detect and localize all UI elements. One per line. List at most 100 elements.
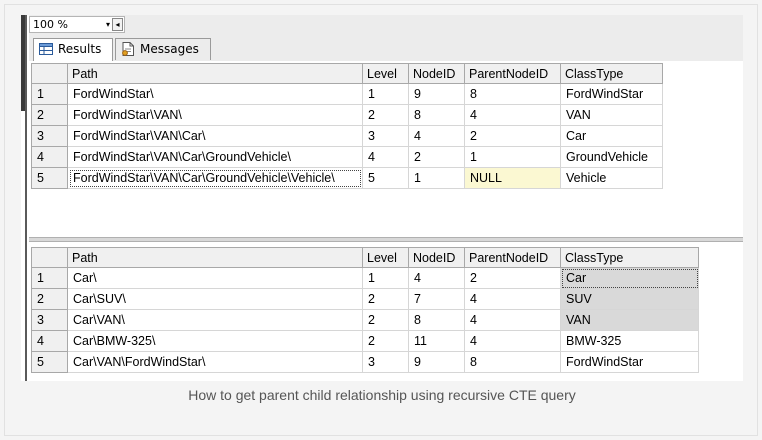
column-header-path[interactable]: Path bbox=[67, 63, 363, 84]
cell-classtype[interactable]: GroundVehicle bbox=[560, 146, 663, 168]
cell-parentnodeid[interactable]: 8 bbox=[464, 83, 561, 105]
zoom-value: 100 % bbox=[33, 18, 68, 31]
figure: 100 % ▾ ◂ Results bbox=[4, 4, 758, 436]
row-number[interactable]: 5 bbox=[31, 167, 68, 189]
figure-caption: How to get parent child relationship usi… bbox=[188, 387, 576, 403]
column-header-level[interactable]: Level bbox=[362, 63, 409, 84]
cell-path[interactable]: FordWindStar\VAN\Car\ bbox=[67, 125, 363, 147]
corner-cell[interactable] bbox=[31, 247, 68, 268]
column-header-classtype[interactable]: ClassType bbox=[560, 247, 699, 268]
table-row[interactable]: 2 Car\SUV\ 2 7 4 SUV bbox=[31, 288, 699, 310]
table-row[interactable]: 4 Car\BMW-325\ 2 11 4 BMW-325 bbox=[31, 330, 699, 352]
cell-parentnodeid-null[interactable]: NULL bbox=[464, 167, 561, 189]
chevron-down-icon[interactable]: ▾ bbox=[105, 20, 110, 29]
cell-nodeid[interactable]: 1 bbox=[408, 167, 465, 189]
grid-header-row: Path Level NodeID ParentNodeID ClassType bbox=[31, 247, 699, 268]
cell-path[interactable]: FordWindStar\ bbox=[67, 83, 363, 105]
cell-path[interactable]: Car\VAN\ bbox=[67, 309, 363, 331]
table-row[interactable]: 4 FordWindStar\VAN\Car\GroundVehicle\ 4 … bbox=[31, 146, 663, 168]
tab-results[interactable]: Results bbox=[33, 38, 113, 62]
results-area: Path Level NodeID ParentNodeID ClassType… bbox=[29, 61, 743, 381]
column-header-nodeid[interactable]: NodeID bbox=[408, 63, 465, 84]
zoom-dropdown[interactable]: 100 % ▾ ◂ bbox=[29, 16, 125, 33]
row-number[interactable]: 5 bbox=[31, 351, 68, 373]
table-row[interactable]: 3 Car\VAN\ 2 8 4 VAN bbox=[31, 309, 699, 331]
table-row[interactable]: 3 FordWindStar\VAN\Car\ 3 4 2 Car bbox=[31, 125, 663, 147]
cell-level[interactable]: 2 bbox=[362, 288, 409, 310]
cell-classtype[interactable]: FordWindStar bbox=[560, 83, 663, 105]
grid-splitter[interactable] bbox=[29, 237, 743, 242]
cell-nodeid[interactable]: 9 bbox=[408, 83, 465, 105]
cell-parentnodeid[interactable]: 4 bbox=[464, 330, 561, 352]
cell-path[interactable]: Car\BMW-325\ bbox=[67, 330, 363, 352]
cell-classtype[interactable]: VAN bbox=[560, 104, 663, 126]
cell-path[interactable]: FordWindStar\VAN\Car\GroundVehicle\ bbox=[67, 146, 363, 168]
cell-level[interactable]: 5 bbox=[362, 167, 409, 189]
row-number[interactable]: 3 bbox=[31, 309, 68, 331]
cell-nodeid[interactable]: 9 bbox=[408, 351, 465, 373]
cell-nodeid[interactable]: 8 bbox=[408, 309, 465, 331]
cell-parentnodeid[interactable]: 4 bbox=[464, 309, 561, 331]
row-number[interactable]: 4 bbox=[31, 146, 68, 168]
cell-path[interactable]: Car\SUV\ bbox=[67, 288, 363, 310]
column-header-classtype[interactable]: ClassType bbox=[560, 63, 663, 84]
cell-path[interactable]: FordWindStar\VAN\Car\GroundVehicle\Vehic… bbox=[67, 167, 363, 189]
cell-nodeid[interactable]: 7 bbox=[408, 288, 465, 310]
row-number[interactable]: 2 bbox=[31, 288, 68, 310]
cell-classtype[interactable]: Car bbox=[560, 125, 663, 147]
row-number[interactable]: 2 bbox=[31, 104, 68, 126]
column-header-path[interactable]: Path bbox=[67, 247, 363, 268]
cell-classtype[interactable]: BMW-325 bbox=[560, 330, 699, 352]
result-grid-2: Path Level NodeID ParentNodeID ClassType… bbox=[31, 247, 699, 373]
row-number[interactable]: 1 bbox=[31, 83, 68, 105]
scroll-left-icon[interactable]: ◂ bbox=[112, 18, 123, 31]
cell-classtype[interactable]: Car bbox=[560, 267, 699, 289]
cell-parentnodeid[interactable]: 2 bbox=[464, 267, 561, 289]
cell-level[interactable]: 1 bbox=[362, 83, 409, 105]
table-row[interactable]: 5 Car\VAN\FordWindStar\ 3 9 8 FordWindSt… bbox=[31, 351, 699, 373]
cell-nodeid[interactable]: 11 bbox=[408, 330, 465, 352]
cell-classtype[interactable]: SUV bbox=[560, 288, 699, 310]
vertical-scrollbar[interactable] bbox=[21, 15, 27, 381]
cell-level[interactable]: 3 bbox=[362, 351, 409, 373]
cell-nodeid[interactable]: 4 bbox=[408, 125, 465, 147]
table-row[interactable]: 1 Car\ 1 4 2 Car bbox=[31, 267, 699, 289]
cell-parentnodeid[interactable]: 4 bbox=[464, 288, 561, 310]
cell-classtype[interactable]: Vehicle bbox=[560, 167, 663, 189]
column-header-parentnodeid[interactable]: ParentNodeID bbox=[464, 247, 561, 268]
column-header-level[interactable]: Level bbox=[362, 247, 409, 268]
cell-nodeid[interactable]: 8 bbox=[408, 104, 465, 126]
cell-level[interactable]: 2 bbox=[362, 330, 409, 352]
cell-nodeid[interactable]: 4 bbox=[408, 267, 465, 289]
cell-level[interactable]: 2 bbox=[362, 309, 409, 331]
table-row[interactable]: 5 FordWindStar\VAN\Car\GroundVehicle\Veh… bbox=[31, 167, 663, 189]
document-icon bbox=[122, 42, 134, 56]
cell-level[interactable]: 3 bbox=[362, 125, 409, 147]
row-number[interactable]: 3 bbox=[31, 125, 68, 147]
cell-path[interactable]: Car\ bbox=[67, 267, 363, 289]
tab-messages[interactable]: Messages bbox=[115, 38, 211, 60]
column-header-nodeid[interactable]: NodeID bbox=[408, 247, 465, 268]
cell-level[interactable]: 2 bbox=[362, 104, 409, 126]
cell-classtype[interactable]: FordWindStar bbox=[560, 351, 699, 373]
grid-header-row: Path Level NodeID ParentNodeID ClassType bbox=[31, 63, 663, 84]
result-grid-1: Path Level NodeID ParentNodeID ClassType… bbox=[31, 63, 663, 189]
cell-level[interactable]: 4 bbox=[362, 146, 409, 168]
cell-classtype[interactable]: VAN bbox=[560, 309, 699, 331]
table-row[interactable]: 1 FordWindStar\ 1 9 8 FordWindStar bbox=[31, 83, 663, 105]
cell-parentnodeid[interactable]: 8 bbox=[464, 351, 561, 373]
row-number[interactable]: 1 bbox=[31, 267, 68, 289]
cell-parentnodeid[interactable]: 1 bbox=[464, 146, 561, 168]
cell-level[interactable]: 1 bbox=[362, 267, 409, 289]
cell-parentnodeid[interactable]: 2 bbox=[464, 125, 561, 147]
corner-cell[interactable] bbox=[31, 63, 68, 84]
cell-nodeid[interactable]: 2 bbox=[408, 146, 465, 168]
scrollbar-thumb[interactable] bbox=[21, 15, 25, 111]
cell-parentnodeid[interactable]: 4 bbox=[464, 104, 561, 126]
row-number[interactable]: 4 bbox=[31, 330, 68, 352]
cell-path[interactable]: Car\VAN\FordWindStar\ bbox=[67, 351, 363, 373]
zoom-toolbar: 100 % ▾ ◂ bbox=[29, 15, 743, 36]
cell-path[interactable]: FordWindStar\VAN\ bbox=[67, 104, 363, 126]
table-row[interactable]: 2 FordWindStar\VAN\ 2 8 4 VAN bbox=[31, 104, 663, 126]
column-header-parentnodeid[interactable]: ParentNodeID bbox=[464, 63, 561, 84]
